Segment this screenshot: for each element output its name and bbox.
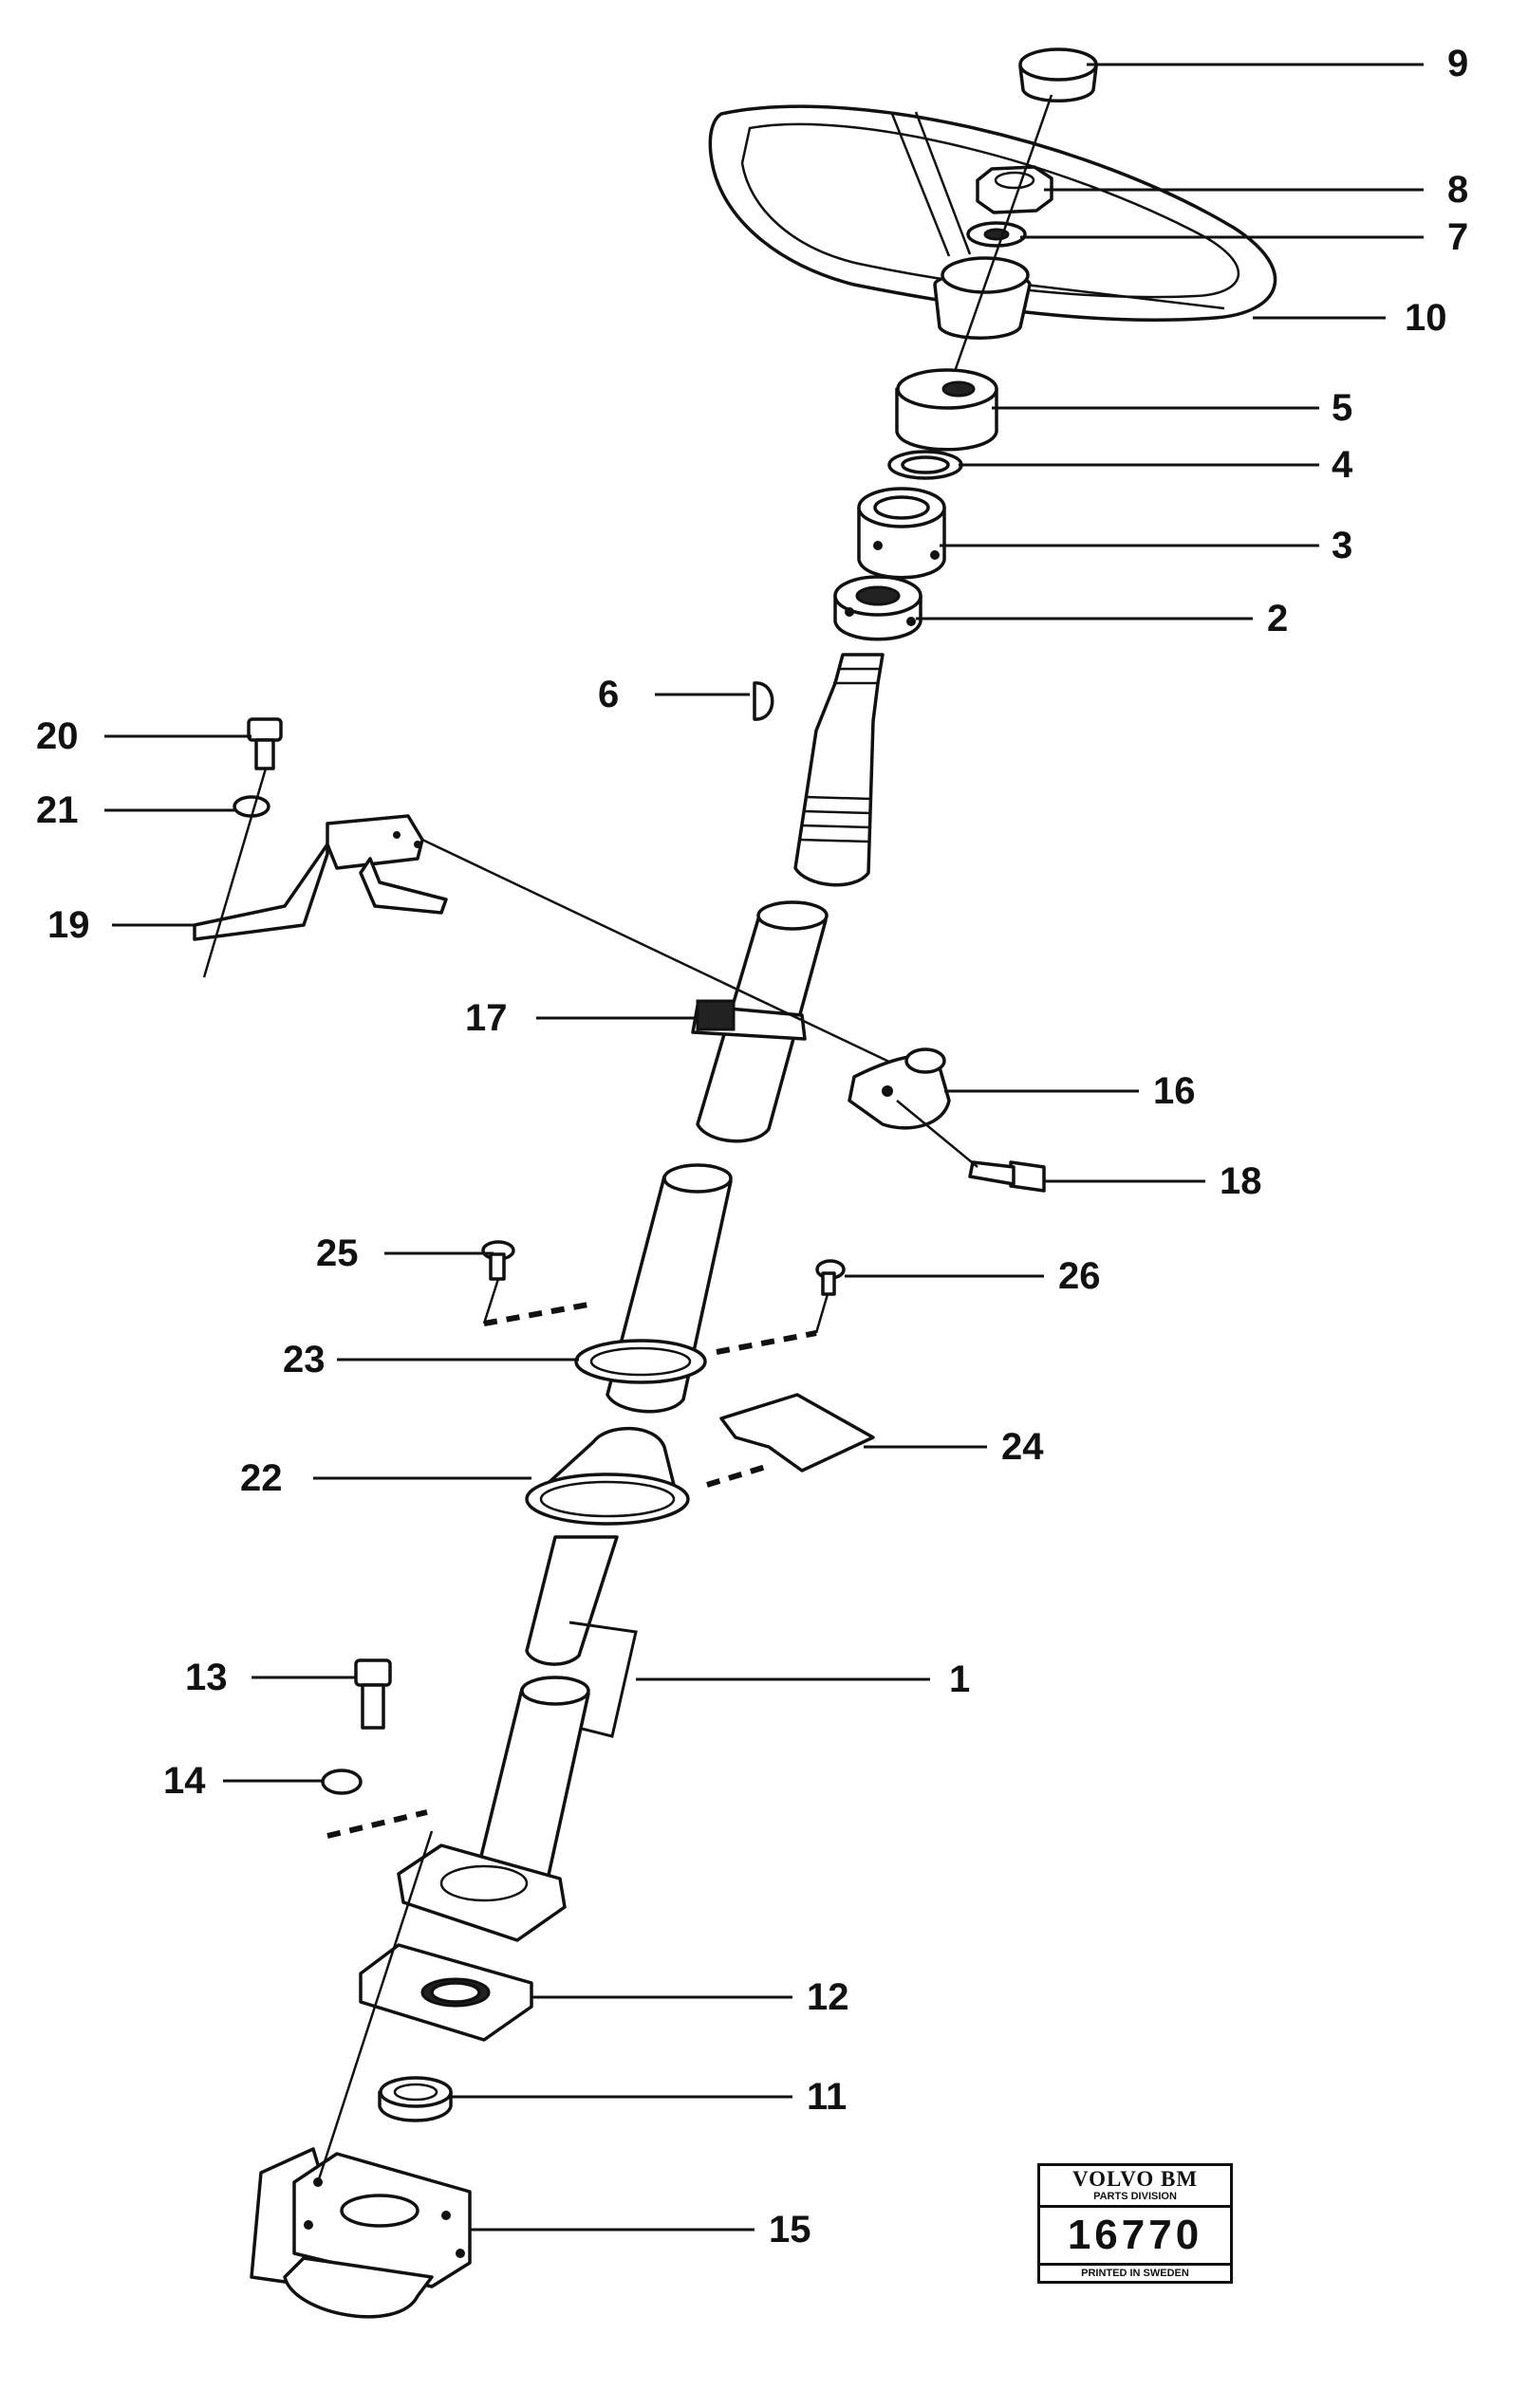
horn-cap <box>1018 47 1098 102</box>
boot-screw-left <box>481 1240 515 1281</box>
callout-15: 15 <box>769 2209 811 2251</box>
callout-17: 17 <box>465 997 508 1039</box>
hub-bush <box>895 368 998 452</box>
callout-14: 14 <box>163 1760 206 1802</box>
stamp-brand: VOLVO BM <box>1071 2167 1199 2191</box>
callout-7: 7 <box>1447 216 1468 258</box>
callout-25: 25 <box>316 1232 359 1274</box>
stamp-printed-in: PRINTED IN SWEDEN <box>1081 2268 1189 2279</box>
bracket-bolt <box>247 717 283 770</box>
callout-9: 9 <box>1447 43 1468 84</box>
stamp-drawing-number: 16770 <box>1040 2208 1230 2266</box>
bearing-sleeve <box>857 487 946 580</box>
callout-20: 20 <box>36 715 79 757</box>
callout-18: 18 <box>1220 1160 1262 1202</box>
callout-6: 6 <box>598 674 619 715</box>
retaining-ring <box>887 450 963 480</box>
column-tube <box>525 1163 733 1666</box>
callout-21: 21 <box>36 789 79 831</box>
callout-22: 22 <box>240 1457 283 1499</box>
gear-housing <box>250 2147 472 2319</box>
lower-bushing <box>378 2076 453 2122</box>
callout-16: 16 <box>1153 1070 1196 1112</box>
woodruff-key <box>753 681 774 721</box>
callout-11: 11 <box>807 2076 847 2118</box>
mounting-bracket <box>193 814 448 941</box>
callout-26: 26 <box>1058 1255 1101 1297</box>
stamp-division: PARTS DIVISION <box>1040 2191 1230 2208</box>
flange-washer <box>321 1769 363 1795</box>
gasket-plate <box>359 1943 533 2042</box>
callout-1: 1 <box>949 1658 970 1700</box>
flange-ring <box>574 1339 707 1384</box>
cover-plate <box>719 1393 875 1473</box>
hex-nut <box>976 165 1053 214</box>
clamp-screw <box>968 1160 1046 1193</box>
callout-13: 13 <box>185 1657 228 1698</box>
steering-shaft-middle <box>691 900 829 1143</box>
callout-4: 4 <box>1332 444 1353 486</box>
callout-23: 23 <box>283 1339 326 1380</box>
callout-12: 12 <box>807 1976 849 2018</box>
lock-washer <box>966 221 1027 248</box>
steering-shaft-upper <box>793 653 885 887</box>
callout-2: 2 <box>1267 598 1288 639</box>
callout-19: 19 <box>47 904 90 946</box>
boot-screw-right <box>815 1259 846 1296</box>
flange-bolt <box>354 1658 392 1730</box>
callout-5: 5 <box>1332 387 1352 429</box>
locking-collar <box>833 575 922 641</box>
parts-division-stamp: VOLVO BM PARTS DIVISION 16770 PRINTED IN… <box>1037 2163 1233 2284</box>
shaft-clamp <box>848 1047 951 1130</box>
callout-3: 3 <box>1332 525 1352 566</box>
steering-shaft-lower <box>397 1676 590 1942</box>
callout-8: 8 <box>1447 169 1468 211</box>
rubber-boot <box>525 1426 690 1526</box>
callout-24: 24 <box>1001 1426 1044 1468</box>
callout-10: 10 <box>1405 297 1447 339</box>
